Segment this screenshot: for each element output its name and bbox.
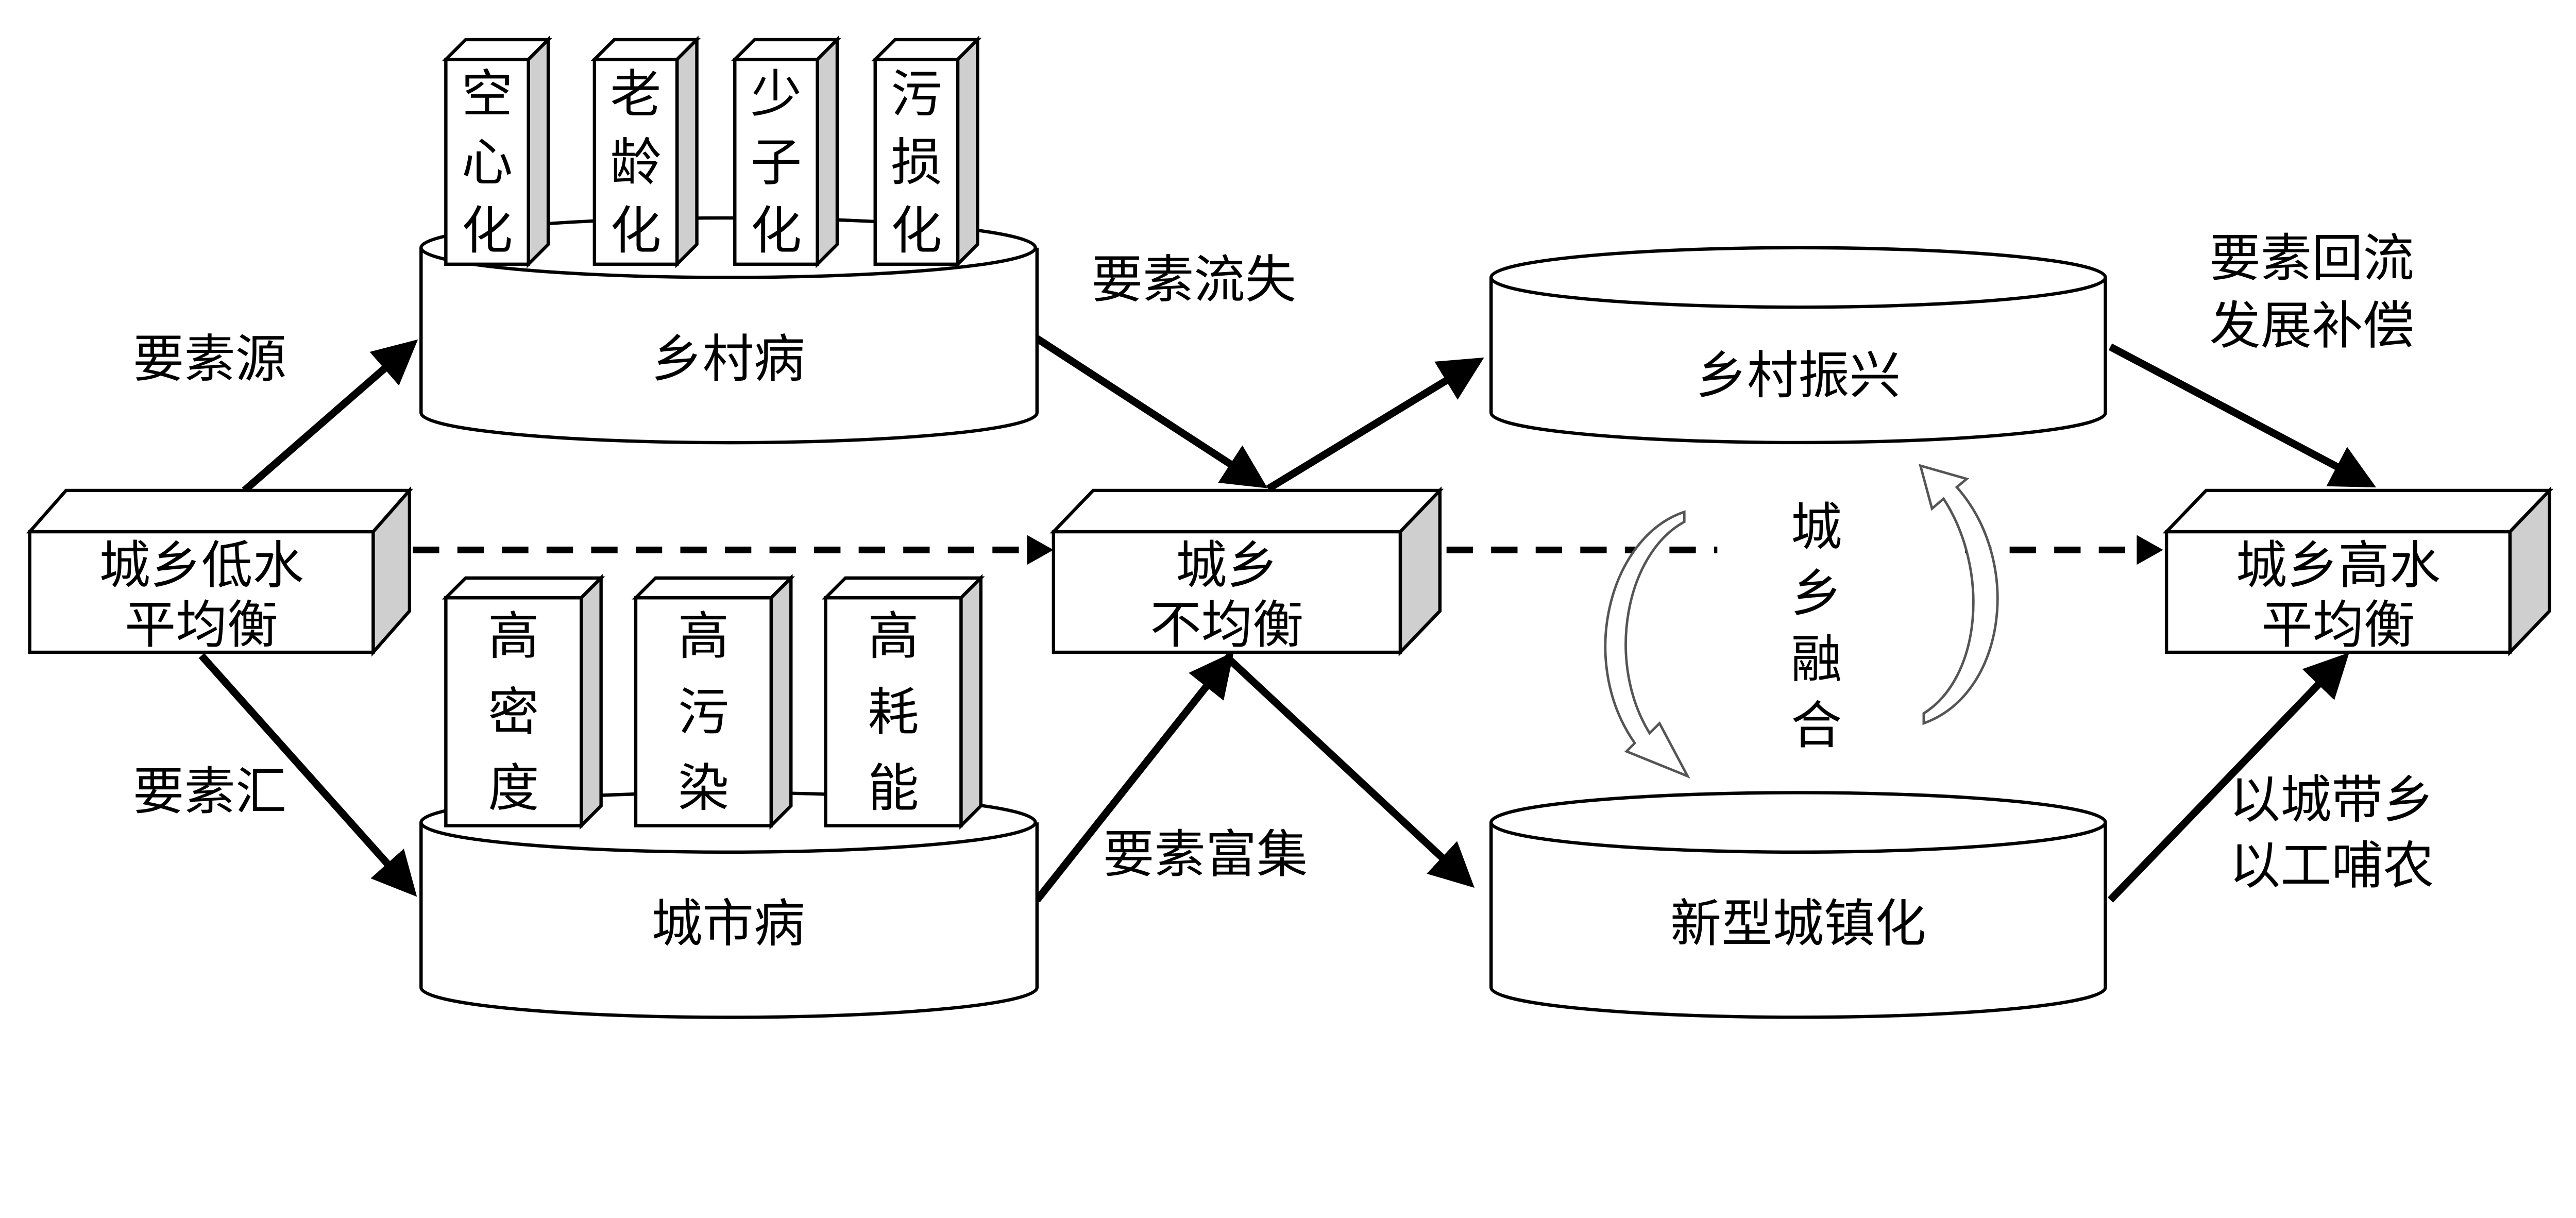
arrow-to-rural-disease	[242, 339, 418, 494]
arrows	[198, 335, 2377, 903]
arrow-loss	[1035, 335, 1268, 488]
fusion-char-2: 乡	[1791, 564, 1842, 623]
pillar-char: 污	[678, 683, 729, 742]
pillar-char: 损	[891, 133, 942, 192]
label-return-1: 要素回流	[2209, 229, 2414, 288]
rural-revival-label: 乡村振兴	[1696, 346, 1901, 405]
rural-pillar: 空心化	[442, 36, 552, 268]
high-balance-label-2: 平均衡	[2261, 596, 2415, 655]
curved-arrow-down-icon	[1604, 510, 1690, 779]
cylinder-rural-revival: 乡村振兴	[1489, 246, 2107, 445]
urban-pillar: 高密度	[442, 574, 605, 830]
fusion-char-3: 融	[1791, 630, 1842, 689]
pillar-char: 高	[868, 607, 919, 666]
label-drive-2: 以工哺农	[2229, 837, 2434, 896]
fusion-char-1: 城	[1791, 498, 1842, 557]
dashed-arrowhead-3	[2137, 535, 2163, 565]
pillar-char: 龄	[610, 133, 661, 192]
arrow-drive	[2107, 652, 2349, 903]
arrow-return	[2108, 343, 2377, 488]
label-source: 要素源	[133, 330, 286, 389]
rural-pillar: 少子化	[731, 36, 841, 268]
urban-pillar: 高污染	[632, 574, 795, 830]
arrow-to-urban-disease	[198, 653, 417, 897]
pillar-char: 染	[678, 759, 729, 818]
pillar-char: 老	[610, 65, 661, 124]
high-balance-label-1: 城乡高水	[2236, 536, 2441, 595]
pillar-char: 化	[891, 201, 942, 261]
pillar-char: 高	[488, 607, 539, 666]
pillar-char: 化	[462, 201, 513, 261]
low-balance-label-1: 城乡低水	[99, 536, 303, 595]
fusion-char-4: 合	[1791, 696, 1842, 755]
curved-arrow-up-icon	[1919, 464, 1999, 725]
pillar-char: 能	[868, 759, 919, 818]
arrow-to-revival	[1266, 357, 1484, 492]
rural-pillar: 污损化	[871, 36, 982, 268]
box-low-balance: 城乡低水 平均衡	[26, 486, 413, 657]
rural-pillar: 老龄化	[590, 36, 701, 268]
urban-pillar: 高耗能	[821, 574, 985, 830]
new-urbanization-label: 新型城镇化	[1670, 894, 1926, 954]
low-balance-label-2: 平均衡	[125, 596, 278, 655]
cylinder-new-urbanization: 新型城镇化	[1489, 791, 2107, 1019]
pillar-char: 度	[488, 759, 539, 818]
pillar-char: 子	[751, 133, 802, 192]
arrow-enrich	[1034, 652, 1234, 903]
label-return-2: 发展补偿	[2209, 297, 2414, 356]
pillar-char: 心	[462, 133, 513, 192]
box-high-balance: 城乡高水 平均衡	[2162, 486, 2554, 656]
urban-rural-diagram: 城乡低水 平均衡 城乡 不均衡 城乡高水 平均衡 乡村病 城市病 乡村振兴 新型…	[26, 36, 2554, 1019]
label-enrich: 要素富集	[1103, 825, 1308, 884]
urban-disease-label: 城市病	[651, 894, 805, 954]
dashed-arrowhead-1	[1027, 535, 1054, 565]
pillar-char: 密	[488, 683, 539, 742]
imbalance-label-1: 城乡	[1176, 536, 1278, 595]
pillar-char: 高	[678, 607, 729, 666]
fusion-cycle: 城 乡 融 合	[1604, 464, 1999, 779]
pillar-char: 化	[751, 201, 802, 261]
pillar-char: 耗	[868, 683, 919, 742]
pillar-char: 少	[751, 65, 802, 124]
rural-disease-label: 乡村病	[651, 330, 805, 389]
label-sink: 要素汇	[133, 763, 286, 822]
label-loss: 要素流失	[1092, 250, 1296, 310]
arrow-to-urbanization	[1223, 653, 1475, 888]
label-drive-1: 以城带乡	[2229, 771, 2434, 830]
pillar-char: 污	[891, 65, 942, 124]
pillar-char: 空	[462, 65, 513, 124]
box-imbalance: 城乡 不均衡	[1049, 486, 1444, 656]
pillar-char: 化	[610, 201, 661, 261]
imbalance-label-2: 不均衡	[1150, 596, 1303, 655]
